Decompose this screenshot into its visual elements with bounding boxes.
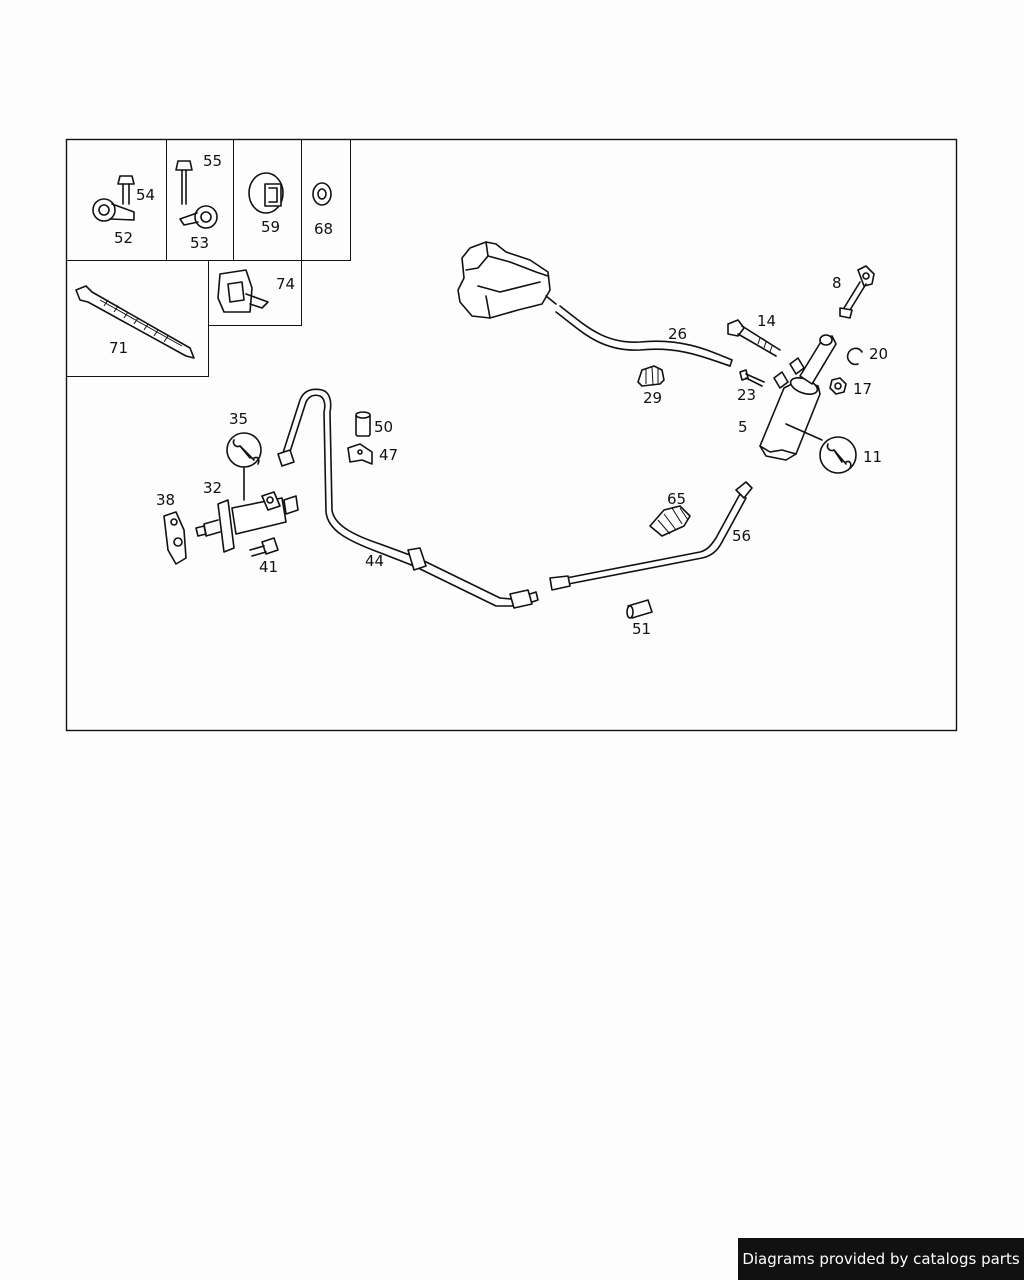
callout-51: 51	[632, 620, 651, 638]
part-44-pipe	[277, 388, 539, 609]
callout-8: 8	[832, 274, 842, 292]
callout-23: 23	[737, 386, 756, 404]
callout-44: 44	[365, 552, 384, 570]
callout-20: 20	[869, 345, 888, 363]
part-32-cylinder	[195, 491, 299, 553]
callout-71: 71	[109, 339, 128, 357]
part-68-ring	[312, 182, 332, 206]
part-65-boot	[649, 505, 691, 537]
callout-55: 55	[203, 152, 222, 170]
callout-38: 38	[156, 491, 175, 509]
part-38-gasket	[163, 511, 187, 565]
callout-59: 59	[261, 218, 280, 236]
part-52-clamp	[92, 198, 135, 222]
callout-5: 5	[738, 418, 748, 436]
callout-11: 11	[863, 448, 882, 466]
part-23-screw	[739, 369, 765, 387]
callout-50: 50	[374, 418, 393, 436]
callout-47: 47	[379, 446, 398, 464]
callout-17: 17	[853, 380, 872, 398]
part-54-bolt	[117, 175, 135, 205]
callout-26: 26	[668, 325, 687, 343]
part-26-hose	[555, 305, 733, 367]
callout-29: 29	[643, 389, 662, 407]
callout-32: 32	[203, 479, 222, 497]
callout-35: 35	[229, 410, 248, 428]
part-55-bolt	[175, 160, 193, 205]
part-20-clip	[846, 347, 863, 366]
callout-41: 41	[259, 558, 278, 576]
part-29-boot	[637, 365, 665, 387]
inset-grid	[66, 139, 351, 377]
wrench-icon-11	[819, 436, 857, 474]
part-56-pipe	[549, 481, 753, 591]
callout-54: 54	[136, 186, 155, 204]
part-50-sleeve	[355, 411, 371, 437]
part-51-sleeve	[626, 599, 653, 619]
callout-74: 74	[276, 275, 295, 293]
callout-68: 68	[314, 220, 333, 238]
part-reservoir	[457, 241, 557, 319]
callout-14: 14	[757, 312, 776, 330]
part-41-bolt	[249, 537, 279, 557]
part-5-cylinder	[759, 334, 837, 461]
part-71-cable-tie	[75, 285, 195, 359]
part-8-pushrod	[839, 265, 875, 319]
part-74-clip	[217, 269, 269, 313]
callout-65: 65	[667, 490, 686, 508]
wrench-icon-35	[226, 432, 262, 501]
diagram-frame	[65, 138, 958, 732]
callout-56: 56	[732, 527, 751, 545]
part-59-grommet	[248, 172, 284, 214]
part-14-bolt	[727, 319, 781, 357]
part-17-nut	[829, 377, 847, 395]
part-47-bracket	[347, 443, 373, 465]
credit-banner: Diagrams provided by catalogs parts	[738, 1238, 1024, 1280]
part-53-clamp	[179, 205, 218, 229]
callout-53: 53	[190, 234, 209, 252]
callout-52: 52	[114, 229, 133, 247]
